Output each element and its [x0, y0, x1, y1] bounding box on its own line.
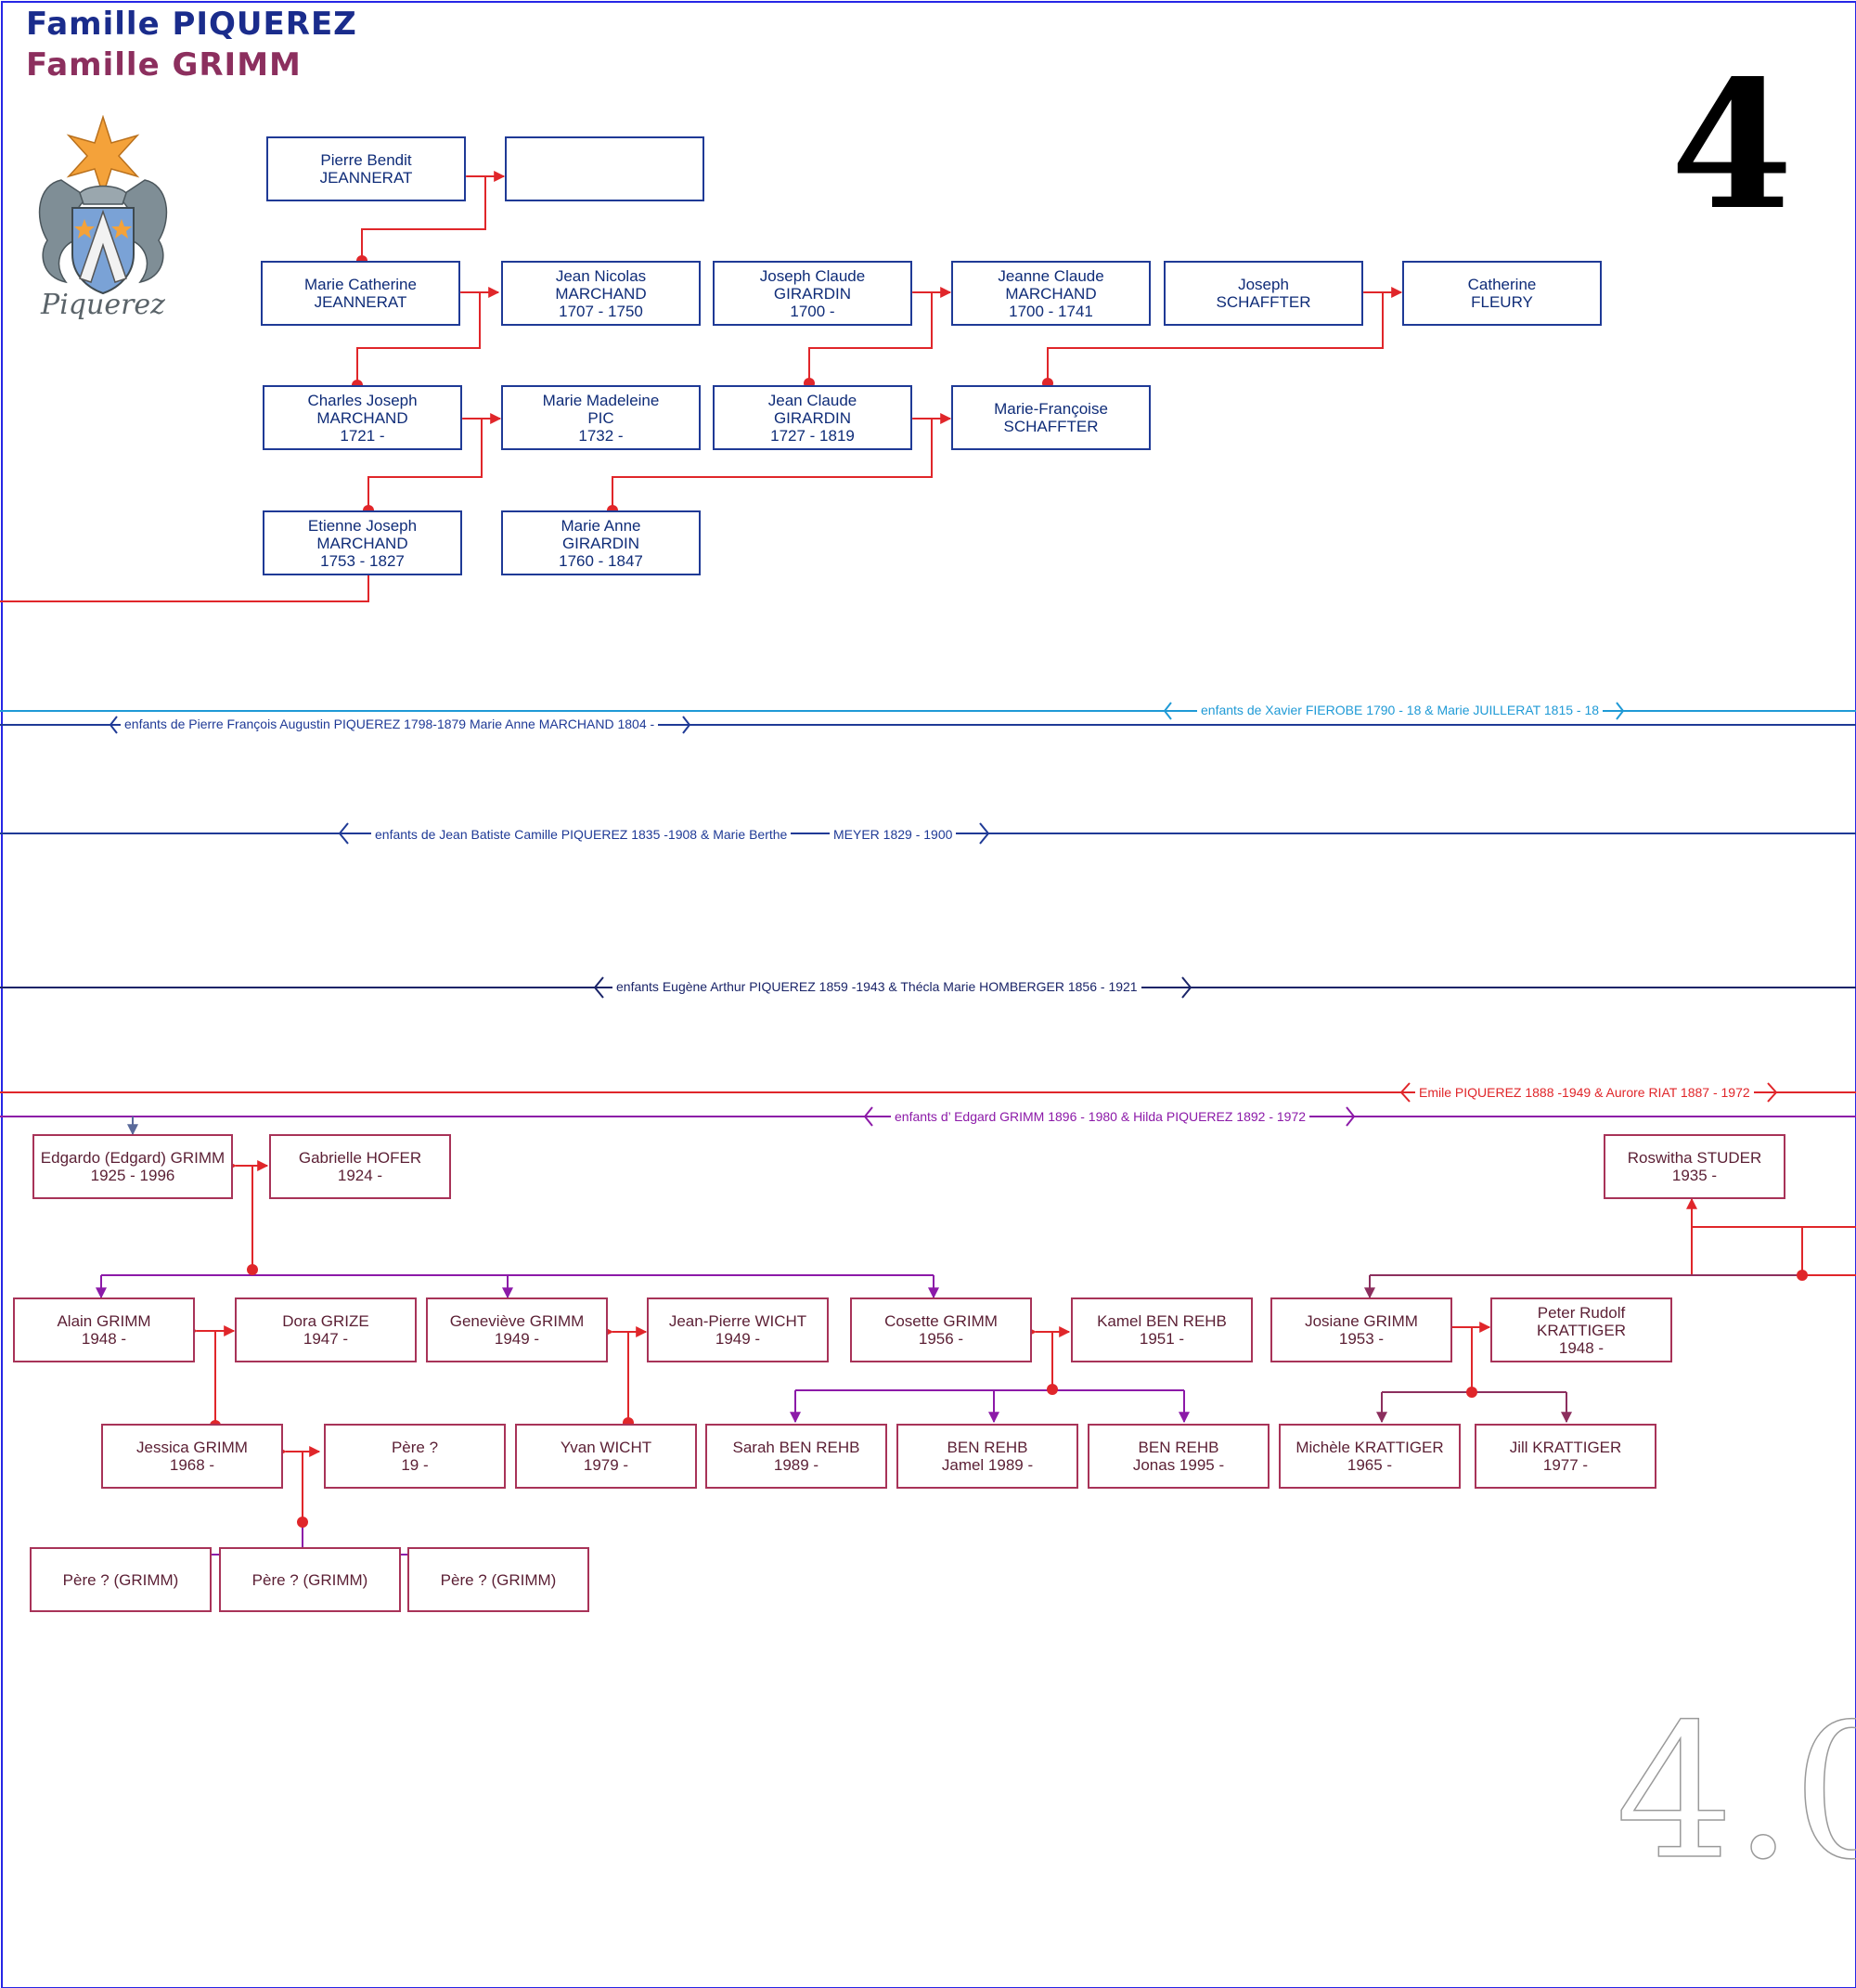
person-box[interactable]: Jean Nicolas MARCHAND 1707 - 1750 [501, 261, 701, 326]
person-box[interactable]: Marie Anne GIRARDIN 1760 - 1847 [501, 510, 701, 575]
person-box[interactable]: Cosette GRIMM 1956 - [850, 1297, 1032, 1362]
person-box[interactable]: Marie Madeleine PIC 1732 - [501, 385, 701, 450]
crest-motto: Piquerez [40, 289, 165, 319]
person-box[interactable]: Père ? 19 - [324, 1424, 506, 1489]
branch-label-jean-batiste: enfants de Jean Batiste Camille PIQUEREZ… [371, 827, 792, 842]
generation-number: 4 [1670, 42, 1793, 249]
branch-label-eugene-arthur: enfants Eugène Arthur PIQUEREZ 1859 -194… [612, 979, 1141, 994]
person-box[interactable]: Père ? (GRIMM) [30, 1547, 212, 1612]
person-box[interactable]: Kamel BEN REHB 1951 - [1071, 1297, 1253, 1362]
person-box[interactable]: Pierre Bendit JEANNERAT [266, 136, 466, 201]
person-box[interactable]: Joseph SCHAFFTER [1164, 261, 1363, 326]
person-box[interactable]: Père ? (GRIMM) [219, 1547, 401, 1612]
person-box[interactable]: Gabrielle HOFER 1924 - [269, 1134, 451, 1199]
person-box[interactable]: Alain GRIMM 1948 - [13, 1297, 195, 1362]
person-box[interactable]: Michèle KRATTIGER 1965 - [1279, 1424, 1461, 1489]
person-box[interactable]: Jessica GRIMM 1968 - [101, 1424, 283, 1489]
branch-label-emile: Emile PIQUEREZ 1888 -1949 & Aurore RIAT … [1415, 1085, 1754, 1100]
coat-of-arms-icon: Piquerez [38, 115, 168, 319]
person-box[interactable]: Roswitha STUDER 1935 - [1604, 1134, 1785, 1199]
person-box[interactable]: Jean Claude GIRARDIN 1727 - 1819 [713, 385, 912, 450]
person-box[interactable]: Père ? (GRIMM) [407, 1547, 589, 1612]
person-box[interactable]: Jill KRATTIGER 1977 - [1475, 1424, 1656, 1489]
person-box[interactable]: Yvan WICHT 1979 - [515, 1424, 697, 1489]
title-grimm: Famille GRIMM [26, 46, 302, 84]
person-box[interactable]: Edgardo (Edgard) GRIMM 1925 - 1996 [32, 1134, 233, 1199]
person-box[interactable]: Catherine FLEURY [1402, 261, 1602, 326]
branch-label-meyer: MEYER 1829 - 1900 [830, 827, 957, 842]
person-box[interactable]: Geneviève GRIMM 1949 - [426, 1297, 608, 1362]
branch-label-pierre-francois: enfants de Pierre François Augustin PIQU… [121, 716, 659, 731]
section-number: 4.0 [1616, 1685, 1856, 1901]
person-box[interactable]: Marie-Françoise SCHAFFTER [951, 385, 1151, 450]
branch-label-fierobe: enfants de Xavier FIEROBE 1790 - 18 & Ma… [1197, 703, 1604, 717]
person-box-empty[interactable] [505, 136, 704, 201]
person-box[interactable]: Jean-Pierre WICHT 1949 - [647, 1297, 829, 1362]
person-box[interactable]: Etienne Joseph MARCHAND 1753 - 1827 [263, 510, 462, 575]
person-box[interactable]: Dora GRIZE 1947 - [235, 1297, 417, 1362]
person-box[interactable]: Sarah BEN REHB 1989 - [705, 1424, 887, 1489]
person-box[interactable]: Josiane GRIMM 1953 - [1270, 1297, 1452, 1362]
person-box[interactable]: Marie Catherine JEANNERAT [261, 261, 460, 326]
person-box[interactable]: BEN REHB Jonas 1995 - [1088, 1424, 1270, 1489]
branch-label-edgard-grimm: enfants d’ Edgard GRIMM 1896 - 1980 & Hi… [891, 1109, 1310, 1124]
person-box[interactable]: Peter Rudolf KRATTIGER 1948 - [1490, 1297, 1672, 1362]
title-piquerez: Famille PIQUEREZ [26, 6, 357, 43]
person-box[interactable]: Joseph Claude GIRARDIN 1700 - [713, 261, 912, 326]
person-box[interactable]: Jeanne Claude MARCHAND 1700 - 1741 [951, 261, 1151, 326]
person-box[interactable]: BEN REHB Jamel 1989 - [896, 1424, 1078, 1489]
person-box[interactable]: Charles Joseph MARCHAND 1721 - [263, 385, 462, 450]
